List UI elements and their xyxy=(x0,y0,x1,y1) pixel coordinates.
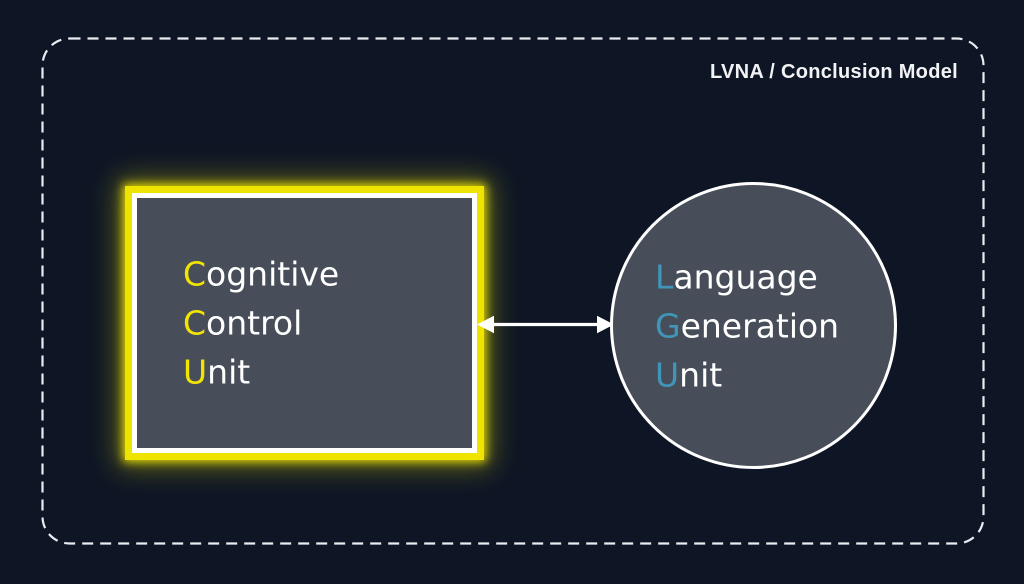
unit-line: Unit xyxy=(183,348,339,397)
unit-text-rest: nit xyxy=(679,355,723,394)
unit-initial: G xyxy=(655,306,681,345)
unit-initial: U xyxy=(655,355,680,394)
unit-text-rest: ognitive xyxy=(206,254,340,294)
unit-text-rest: nit xyxy=(207,352,251,392)
double-arrow-connector-icon xyxy=(477,315,614,334)
unit-line: Generation xyxy=(655,301,839,350)
unit-initial: C xyxy=(183,303,207,343)
unit-line: Cognitive xyxy=(183,250,339,299)
unit-text-rest: ontrol xyxy=(206,303,303,343)
unit-initial: C xyxy=(183,254,207,294)
unit-initial: U xyxy=(183,352,208,392)
unit-line: Control xyxy=(183,299,339,348)
unit-line: Unit xyxy=(655,350,839,399)
lgu-node: Language Generation Unit xyxy=(610,182,897,469)
unit-text-rest: eneration xyxy=(680,306,840,345)
ccu-node: Cognitive Control Unit xyxy=(132,193,477,453)
lgu-label: Language Generation Unit xyxy=(655,252,839,399)
unit-line: Language xyxy=(655,252,839,301)
unit-text-rest: anguage xyxy=(673,257,818,296)
unit-initial: L xyxy=(655,257,674,296)
diagram-title: LVNA / Conclusion Model xyxy=(709,61,958,83)
ccu-label: Cognitive Control Unit xyxy=(183,250,339,397)
dashed-frame xyxy=(41,37,985,545)
